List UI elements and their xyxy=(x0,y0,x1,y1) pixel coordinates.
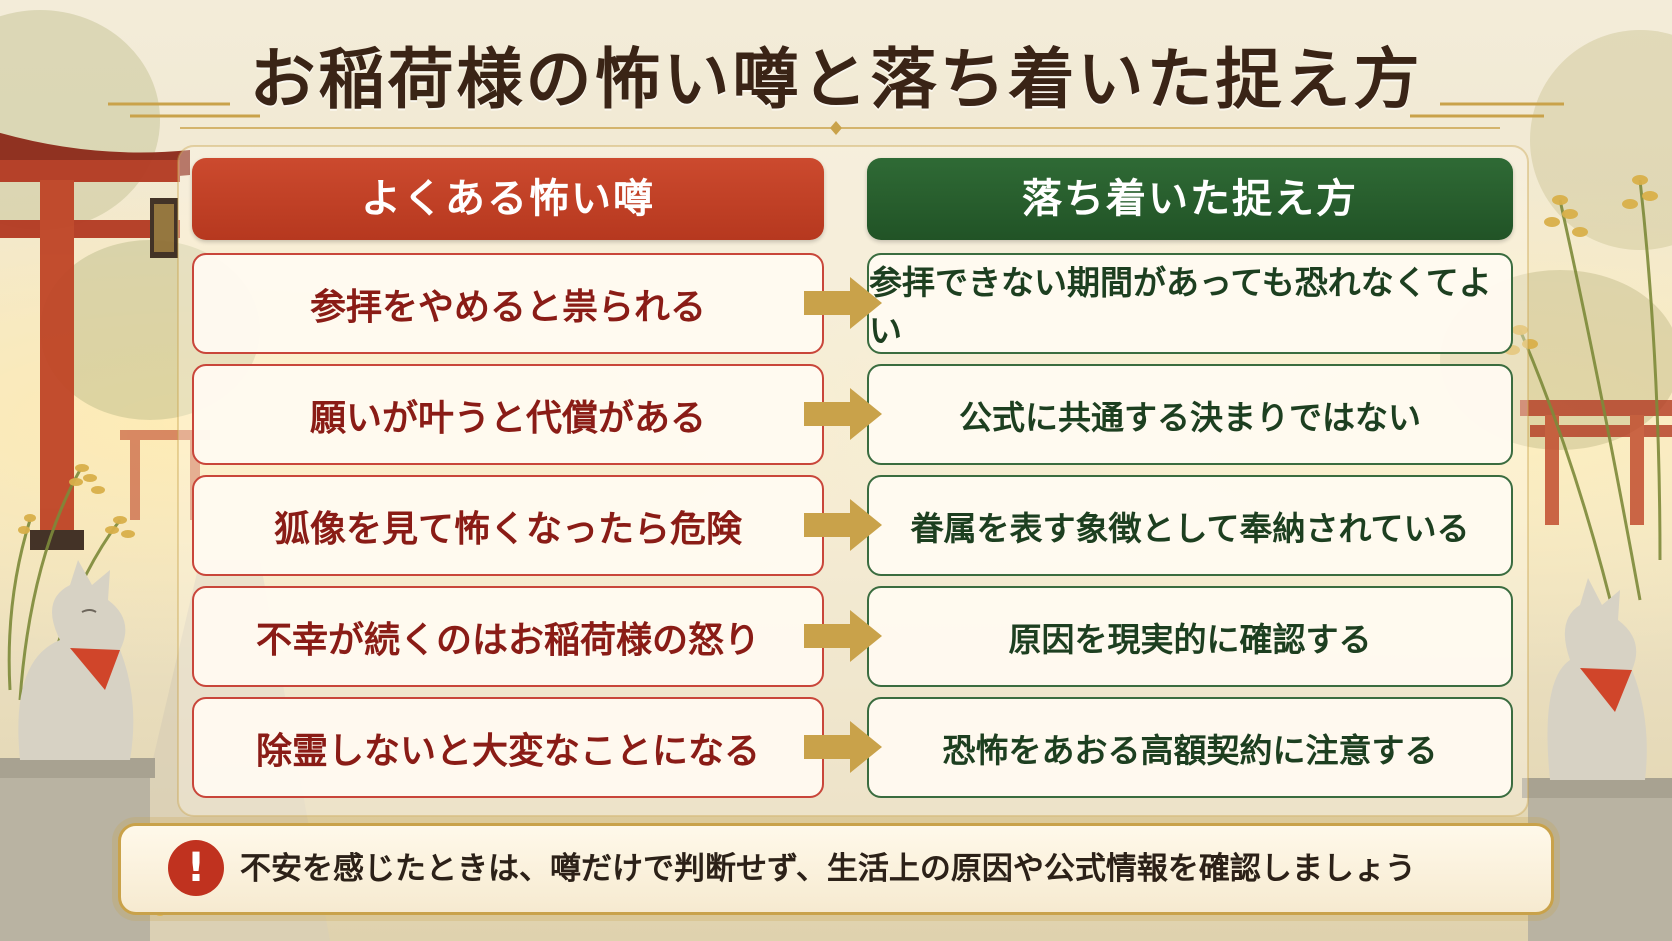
arrow-right-icon xyxy=(804,277,882,329)
advice-text: 不安を感じたときは、噂だけで判断せず、生活上の原因や公式情報を確認しましょう xyxy=(240,851,1416,887)
arrow-right-icon xyxy=(804,721,882,773)
advice-banner xyxy=(118,823,1554,915)
torii-gate-right xyxy=(1520,400,1672,525)
response-item-4: 原因を現実的に確認する xyxy=(867,586,1513,687)
page-title: お稲荷様の怖い噂と落ち着いた捉え方 xyxy=(249,41,1423,118)
rumor-item-4: 不幸が続くのはお稲荷様の怒り xyxy=(192,586,824,687)
arrow-right-icon xyxy=(804,499,882,551)
response-item-3: 眷属を表す象徴として奉納されている xyxy=(867,475,1513,576)
exclamation-icon: ! xyxy=(168,840,224,896)
torii-gate-left xyxy=(0,132,190,550)
response-item-1: 参拝できない期間があっても恐れなくてよい xyxy=(867,253,1513,354)
arrow-right-icon xyxy=(804,610,882,662)
rumor-item-1: 参拝をやめると祟られる xyxy=(192,253,824,354)
rumor-item-3: 狐像を見て怖くなったら危険 xyxy=(192,475,824,576)
response-item-2: 公式に共通する決まりではない xyxy=(867,364,1513,465)
rice-plant-right xyxy=(1518,179,1662,641)
rumor-item-5: 除霊しないと大変なことになる xyxy=(192,697,824,798)
responses-column-header: 落ち着いた捉え方 xyxy=(867,158,1513,240)
arrow-right-icon xyxy=(804,388,882,440)
rumor-item-2: 願いが叶うと代償がある xyxy=(192,364,824,465)
response-item-5: 恐怖をあおる高額契約に注意する xyxy=(867,697,1513,798)
rumors-column-header: よくある怖い噂 xyxy=(192,158,824,240)
